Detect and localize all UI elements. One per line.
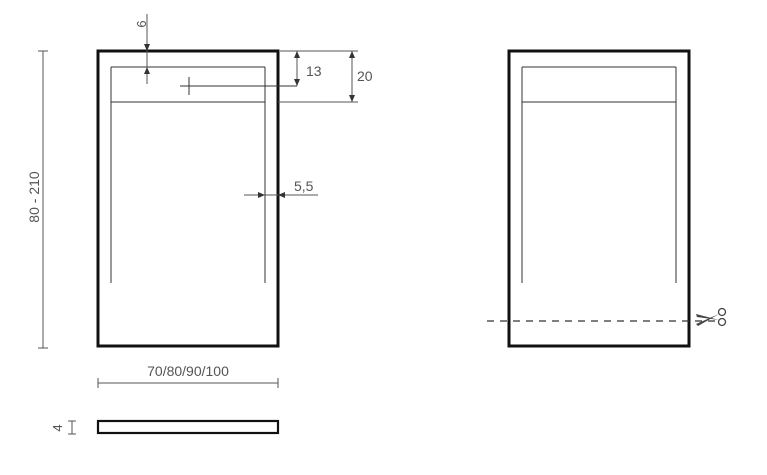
- scissors-icon: [696, 307, 727, 327]
- tray-outline: [96, 49, 280, 348]
- dim-length: 80 - 210: [26, 50, 48, 349]
- dim-side-rim: 5,5: [244, 178, 318, 198]
- dim-top-offset-label: 6: [134, 20, 149, 27]
- dim-widths-label: 70/80/90/100: [147, 363, 229, 379]
- tray-top-view: [96, 49, 297, 348]
- dim-drain-inner: 13: [280, 50, 322, 86]
- dim-thickness: 4: [50, 420, 76, 435]
- tray-side-profile: [96, 419, 280, 435]
- dim-drain-outer: 20: [278, 50, 373, 103]
- dim-drain-inner-label: 13: [306, 63, 322, 79]
- dim-widths: 70/80/90/100: [97, 363, 279, 388]
- dim-drain-outer-label: 20: [357, 68, 373, 84]
- dim-top-offset: 6: [134, 14, 150, 84]
- dim-thickness-label: 4: [50, 424, 65, 431]
- tray-cut-outline: [507, 49, 691, 348]
- dim-length-label: 80 - 210: [26, 171, 42, 223]
- tray-cut-view: [487, 49, 716, 348]
- dim-side-rim-label: 5,5: [294, 178, 314, 194]
- crosshair-icon: [180, 77, 198, 95]
- tray-profile-outline: [96, 419, 280, 435]
